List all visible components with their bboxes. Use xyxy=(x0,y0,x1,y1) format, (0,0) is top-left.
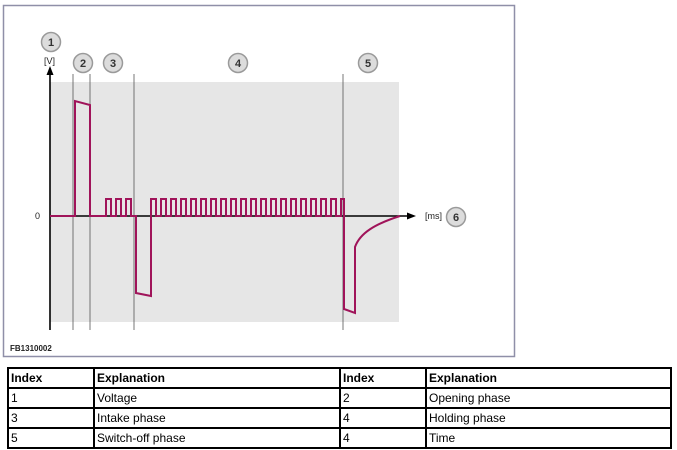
svg-text:6: 6 xyxy=(453,212,459,224)
svg-text:4: 4 xyxy=(235,58,242,70)
index-cell: 2 xyxy=(339,387,427,409)
callout-3: 3 xyxy=(102,52,124,74)
index-cell: 1 xyxy=(7,387,95,409)
index-cell: 4 xyxy=(339,407,427,429)
legend-header-row: Index Explanation Index Explanation xyxy=(7,367,672,389)
voltage-signal-curve xyxy=(50,99,401,315)
zero-label: 0 xyxy=(35,211,40,221)
explanation-cell: Holding phase xyxy=(425,407,672,429)
x-axis-unit: [ms] xyxy=(425,211,442,221)
explanation-cell: Voltage xyxy=(93,387,341,409)
legend-table: Index Explanation Index Explanation 1 Vo… xyxy=(7,367,672,449)
explanation-cell: Time xyxy=(425,427,672,449)
header-explanation: Explanation xyxy=(93,367,341,389)
figure-code: FB1310002 xyxy=(10,344,52,353)
explanation-cell: Intake phase xyxy=(93,407,341,429)
svg-text:1: 1 xyxy=(48,37,54,49)
explanation-cell: Switch-off phase xyxy=(93,427,341,449)
callout-5: 5 xyxy=(357,52,379,74)
callout-2: 2 xyxy=(72,52,94,74)
callout-6: 6 xyxy=(445,206,467,228)
svg-text:2: 2 xyxy=(80,58,86,70)
index-cell: 3 xyxy=(7,407,95,429)
y-axis-unit: [V] xyxy=(44,56,55,66)
callout-4: 4 xyxy=(227,52,249,74)
header-explanation: Explanation xyxy=(425,367,672,389)
header-index: Index xyxy=(7,367,95,389)
table-row: 3 Intake phase 4 Holding phase xyxy=(7,407,672,429)
explanation-cell: Opening phase xyxy=(425,387,672,409)
index-cell: 4 xyxy=(339,427,427,449)
y-axis-arrow xyxy=(46,66,54,75)
table-row: 5 Switch-off phase 4 Time xyxy=(7,427,672,449)
svg-text:5: 5 xyxy=(365,58,371,70)
x-axis-arrow xyxy=(407,212,416,220)
svg-text:3: 3 xyxy=(110,58,116,70)
header-index: Index xyxy=(339,367,427,389)
callout-1: 1 xyxy=(40,31,62,53)
injector-voltage-diagram: [V] [ms] 0 FB1310002 1 2 3 4 5 6 xyxy=(2,4,516,358)
index-cell: 5 xyxy=(7,427,95,449)
table-row: 1 Voltage 2 Opening phase xyxy=(7,387,672,409)
plot-area xyxy=(50,82,399,322)
